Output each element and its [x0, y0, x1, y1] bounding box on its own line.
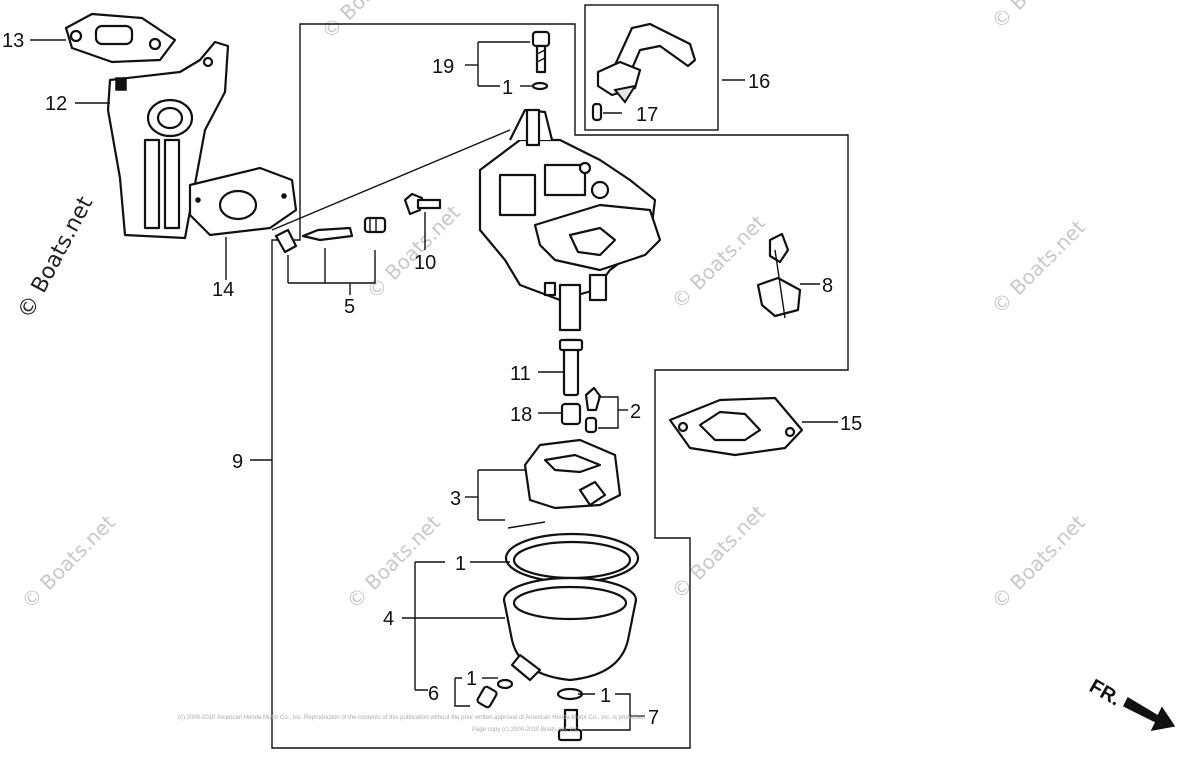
watermark: © Boats.net [667, 500, 770, 603]
callout-labels: 13 12 14 5 10 19 1 16 17 8 11 18 2 15 9 … [2, 30, 862, 729]
callout-17: 17 [636, 104, 658, 126]
watermark-main: © Boats.net [13, 192, 98, 323]
part-12-insulator [106, 40, 230, 240]
callout-8: 8 [822, 275, 833, 297]
watermark: © Boats.net [987, 0, 1090, 34]
part-16-choke-lever [596, 22, 697, 104]
callout-9: 9 [232, 451, 243, 473]
callout-1a: 1 [502, 77, 513, 99]
copyright-notice: (c) 2000-2010 American Honda Motor Co., … [178, 715, 645, 733]
copyright-line-2: Page copy (c) 2000-2010 Boats.net, Inc. [472, 727, 580, 733]
callout-15: 15 [840, 413, 862, 435]
callout-7: 7 [648, 707, 659, 729]
part-3-float [507, 438, 622, 529]
callout-1c: 1 [466, 668, 477, 690]
choke-group-frame [584, 4, 719, 131]
callout-1b: 1 [455, 553, 466, 575]
callout-2: 2 [630, 401, 641, 423]
part-13-gasket [64, 12, 177, 64]
fr-label: FR. [1086, 675, 1125, 710]
callout-6: 6 [428, 683, 439, 705]
part-6-drain-screw [476, 678, 514, 709]
part-19-screw [531, 30, 551, 91]
watermark: © Boats.net [987, 215, 1090, 318]
carburetor-body [478, 108, 662, 332]
callout-19: 19 [432, 56, 454, 78]
callout-3: 3 [450, 488, 461, 510]
guide-line [271, 129, 511, 231]
part-1-o-ring [504, 532, 640, 584]
callout-12: 12 [45, 93, 67, 115]
part-15-gasket [668, 396, 804, 457]
leader-lines [30, 39, 838, 731]
part-5-pilot-screw-set [274, 216, 387, 254]
watermark: © Boats.net [17, 510, 120, 613]
part-10-screw [403, 192, 442, 216]
part-11-nozzle [558, 338, 584, 397]
part-2-float-valve [584, 386, 602, 434]
callout-13: 13 [2, 30, 24, 52]
assembly-boundary-frame [271, 23, 849, 749]
front-direction-marker: FR. [1086, 675, 1176, 732]
callout-11: 11 [510, 363, 531, 385]
watermark: © Boats.net [667, 210, 770, 313]
callout-1d: 1 [600, 685, 611, 707]
front-arrow-icon [1122, 696, 1176, 732]
callout-16: 16 [748, 71, 770, 93]
part-14-gasket [188, 166, 298, 237]
watermark: © Boats.net [987, 510, 1090, 613]
part-4-float-chamber [502, 576, 638, 682]
copyright-line-1: (c) 2000-2010 American Honda Motor Co., … [178, 715, 645, 721]
callout-14: 14 [212, 279, 234, 301]
callout-18: 18 [510, 404, 532, 426]
part-17-pin [591, 102, 603, 122]
watermark: © Boats.net [317, 0, 420, 44]
callout-10: 10 [414, 252, 436, 274]
part-8-float-pin [756, 232, 802, 319]
part-18-main-jet [560, 402, 582, 426]
callout-4: 4 [383, 608, 394, 630]
callout-5: 5 [344, 296, 355, 318]
part-7-bolt [556, 687, 584, 742]
